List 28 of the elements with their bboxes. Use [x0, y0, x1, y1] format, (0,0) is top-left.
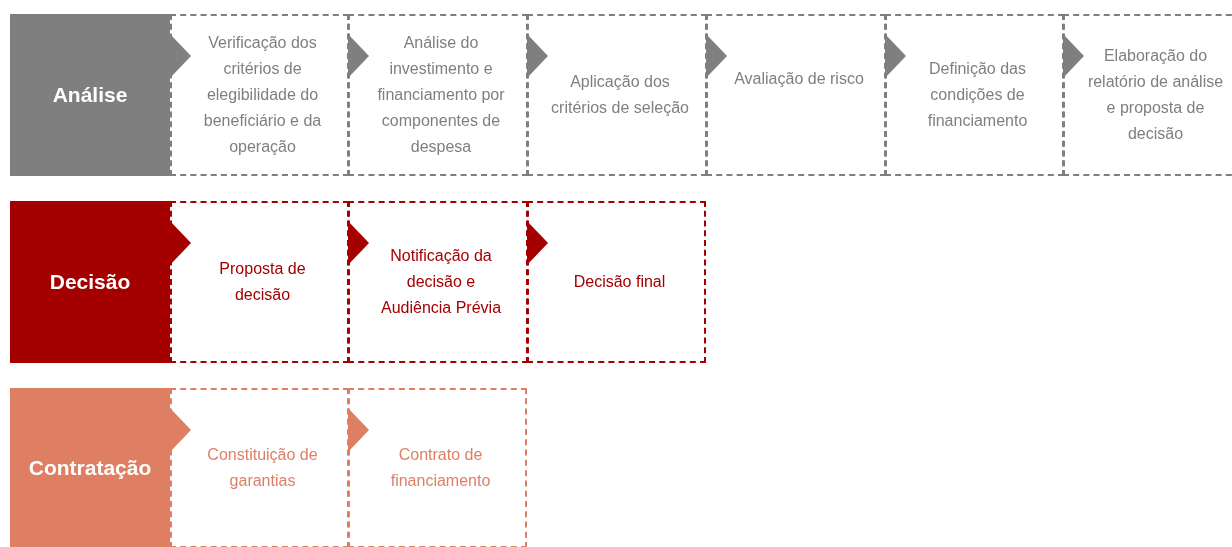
- chevron-arrow: [527, 34, 548, 78]
- lane-title: Contratação: [28, 456, 152, 480]
- step-label: Proposta de decisão: [218, 259, 307, 305]
- chevron-arrow: [348, 34, 369, 78]
- lane-header: [10, 14, 170, 176]
- step-label: Notificação da decisão e Audiência Prévia: [379, 246, 503, 318]
- chevron-arrow: [706, 34, 727, 78]
- chevron-arrow: [348, 221, 369, 265]
- step-label: Definição das condições de financiamento: [926, 59, 1029, 131]
- chevron-arrow: [1063, 34, 1084, 78]
- chevron-arrow: [170, 34, 191, 78]
- chevron-arrow: [170, 221, 191, 265]
- chevron-arrow: [348, 408, 369, 452]
- step-label: Análise do investimento e financiamento por componentes de despesa: [376, 33, 506, 157]
- lane-header: [10, 201, 170, 363]
- chevron-arrow: [885, 34, 906, 78]
- step-label: Verificação dos critérios de elegibilidade do beneficiário e da operação: [202, 33, 323, 157]
- lane-header: [10, 388, 170, 547]
- step-label: Elaboração do relatório de análise e proposta de decisão: [1086, 46, 1225, 144]
- step-label: Aplicação dos critérios de seleção: [550, 72, 690, 118]
- step-label: Decisão final: [573, 272, 666, 292]
- step-label: Avaliação de risco: [734, 69, 864, 89]
- lane-title: Decisão: [49, 270, 131, 294]
- step-label: Contrato de financiamento: [389, 445, 492, 491]
- lane-title: Análise: [52, 83, 128, 107]
- chevron-arrow: [527, 221, 548, 265]
- step-label: Constituição de garantias: [206, 445, 319, 491]
- chevron-arrow: [170, 408, 191, 452]
